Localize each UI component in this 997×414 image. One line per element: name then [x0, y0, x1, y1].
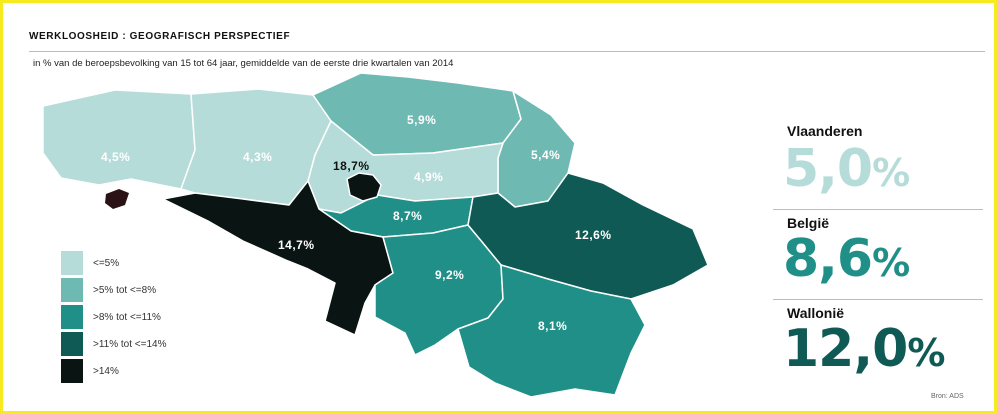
- title-divider: [29, 51, 985, 52]
- region-luik: [467, 172, 709, 300]
- stat-divider: [773, 209, 983, 210]
- legend-label: <=5%: [93, 258, 120, 269]
- stat-divider: [773, 299, 983, 300]
- label-limburg: 5,4%: [531, 148, 560, 162]
- stat-unit: %: [907, 331, 945, 375]
- label-namen: 9,2%: [435, 268, 464, 282]
- label-antwerpen: 5,9%: [407, 113, 436, 127]
- region-brussel: [346, 172, 382, 202]
- stat-name-belgie: België: [787, 215, 830, 231]
- legend-swatch: [61, 332, 83, 356]
- legend-label: >11% tot <=14%: [93, 339, 167, 350]
- stat-name-vlaanderen: Vlaanderen: [787, 123, 863, 139]
- stat-number: 8,6: [783, 229, 873, 289]
- label-luik: 12,6%: [575, 228, 612, 242]
- chart-subtitle: in % van de beroepsbevolking van 15 tot …: [33, 58, 454, 69]
- border-patch: [105, 189, 129, 209]
- legend-swatch: [61, 251, 83, 275]
- stat-value-wallonie: 12,0%: [783, 319, 945, 379]
- legend-label: >8% tot <=11%: [93, 312, 161, 323]
- chart-title: WERKLOOSHEID : GEOGRAFISCH PERSPECTIEF: [29, 31, 291, 42]
- stat-value-belgie: 8,6%: [783, 229, 910, 289]
- belgium-map: 4,5% 4,3% 5,9% 5,4% 18,7% 4,9% 8,7% 14,7…: [42, 72, 709, 398]
- stat-name-wallonie: Wallonië: [787, 305, 845, 321]
- stat-unit: %: [872, 151, 910, 195]
- legend-swatch: [61, 359, 83, 383]
- stat-number: 12,0: [783, 319, 908, 379]
- label-oost-vlaanderen: 4,3%: [243, 150, 272, 164]
- legend-swatch: [61, 278, 83, 302]
- region-west-vlaanderen: [42, 89, 196, 190]
- region-luxemburg: [457, 264, 646, 398]
- legend-label: >5% tot <=8%: [93, 285, 157, 296]
- stat-unit: %: [872, 241, 910, 285]
- label-brussel: 18,7%: [333, 159, 370, 173]
- label-vlaams-brabant: 4,9%: [414, 170, 443, 184]
- label-west-vlaanderen: 4,5%: [101, 150, 130, 164]
- legend-swatch: [61, 305, 83, 329]
- label-luxemburg: 8,1%: [538, 319, 567, 333]
- label-henegouwen: 14,7%: [278, 238, 315, 252]
- stat-value-vlaanderen: 5,0%: [783, 139, 910, 199]
- legend-label: >14%: [93, 366, 119, 377]
- stat-number: 5,0: [783, 139, 873, 199]
- source-note: Bron: ADS: [931, 393, 964, 400]
- label-waals-brabant: 8,7%: [393, 209, 422, 223]
